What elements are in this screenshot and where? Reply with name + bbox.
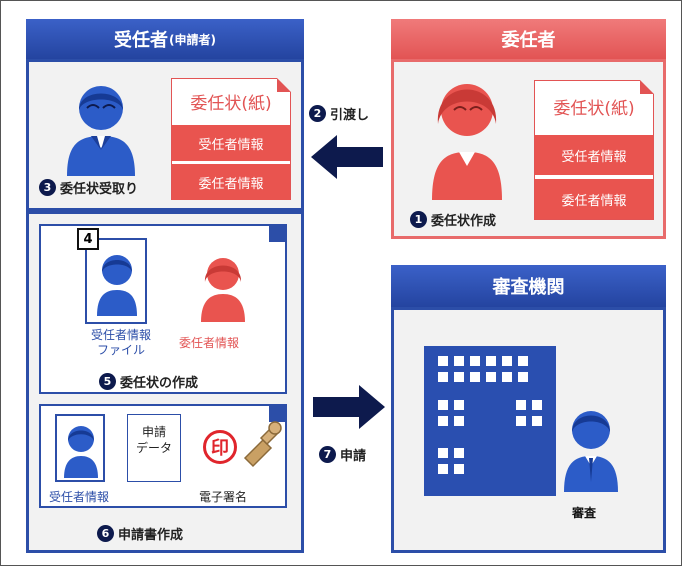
application-data-line1: 申請 [141, 425, 166, 439]
delegator-small-person-icon [201, 258, 245, 322]
handover-arrow-icon [311, 135, 383, 179]
delegator-header-title: 委任者 [501, 30, 556, 51]
hanko-stamp-icon [243, 421, 282, 468]
delegator-letter-row-applicant-info: 受任者情報 [535, 135, 653, 175]
doc-person-icon [64, 426, 98, 478]
apply-arrow-icon [313, 385, 385, 429]
step-2-badge: 2 [309, 105, 326, 122]
step-1-label: 1 委任状作成 [410, 210, 496, 229]
applicant-person-icon [67, 86, 135, 176]
letter-title: 委任状(紙) [190, 93, 272, 114]
step-6-badge: 6 [97, 525, 114, 542]
office-building-icon [424, 346, 556, 496]
applicant-file-label-line1: 受任者情報 [90, 328, 151, 342]
application-data-line2: データ [135, 441, 172, 455]
letter-fold-corner [277, 78, 291, 92]
letter-doc-delegator: 委任状(紙) 受任者情報 委任者情報 [534, 80, 654, 220]
step-4-badge: 4 [77, 228, 99, 250]
file-person-icon [97, 255, 137, 316]
delegator-person-icon [432, 84, 502, 200]
applicant-info-doc-icon [55, 414, 105, 482]
step-3-badge: 3 [39, 179, 56, 196]
delegator-header: 委任者 [391, 19, 666, 59]
delegator-letter-row-delegator-info: 委任者情報 [535, 179, 653, 219]
step-7-label: 7 申請 [319, 445, 366, 464]
review-label: 審査 [572, 506, 597, 520]
applicant-file-icon [85, 238, 147, 324]
step-5-label: 5 委任状の作成 [99, 372, 198, 391]
sheet-fold-corner [269, 224, 287, 242]
authority-panel: 審査 [391, 307, 666, 553]
application-data-doc: 申請 データ [127, 414, 181, 482]
proxy-creation-sheet: 4 受任者情報 ファイル 委任者情報 5 委任状の作成 [39, 224, 287, 394]
letter-row-applicant-info: 受任者情報 [172, 125, 290, 161]
doc-applicant-info-label: 受任者情報 [49, 490, 110, 504]
step-2-label: 2 引渡し [309, 104, 369, 123]
letter-row-delegator-info: 委任者情報 [172, 164, 290, 200]
receive-panel: 委任状(紙) 受任者情報 委任者情報 3 委任状受取り [26, 59, 304, 211]
authority-header-title: 審査機関 [492, 277, 565, 298]
applicant-header: 受任者(申請者) [26, 19, 304, 59]
step-1-badge: 1 [410, 211, 427, 228]
step-3-label: 3 委任状受取り [39, 178, 138, 197]
step-1-text: 委任状作成 [431, 214, 497, 229]
seal-stamp: 印 [203, 430, 237, 464]
step-7-text: 申請 [340, 449, 367, 464]
application-sheet-fold-corner [269, 404, 287, 422]
step-3-text: 委任状受取り [60, 182, 139, 197]
applicant-header-title: 受任者 [114, 30, 168, 51]
applicant-file-label: 受任者情報 ファイル [81, 328, 161, 358]
step-2-text: 引渡し [330, 108, 370, 123]
letter-doc-applicant: 委任状(紙) 受任者情報 委任者情報 [171, 78, 291, 200]
delegator-panel: 委任状(紙) 受任者情報 委任者情報 1 委任状作成 [391, 59, 666, 239]
digital-signature-label: 電子署名 [199, 490, 248, 504]
delegator-letter-title: 委任状(紙) [553, 98, 635, 119]
create-panel: 4 受任者情報 ファイル 委任者情報 5 委任状の作成 [26, 211, 304, 553]
applicant-file-label-line2: ファイル [96, 343, 145, 357]
authority-header: 審査機関 [391, 265, 666, 307]
reviewer-person-icon [564, 411, 618, 492]
delegator-letter-fold-corner [640, 80, 654, 94]
step-5-badge: 5 [99, 373, 116, 390]
step-6-label: 6 申請書作成 [97, 524, 183, 543]
delegator-info-label: 委任者情報 [179, 336, 240, 350]
applicant-header-subtitle: (申請者) [169, 32, 216, 47]
step-5-text: 委任状の作成 [120, 376, 199, 391]
step-7-badge: 7 [319, 446, 336, 463]
application-sheet: 受任者情報 申請 データ 印 電子署名 [39, 404, 287, 508]
step-6-text: 申請書作成 [118, 528, 184, 543]
